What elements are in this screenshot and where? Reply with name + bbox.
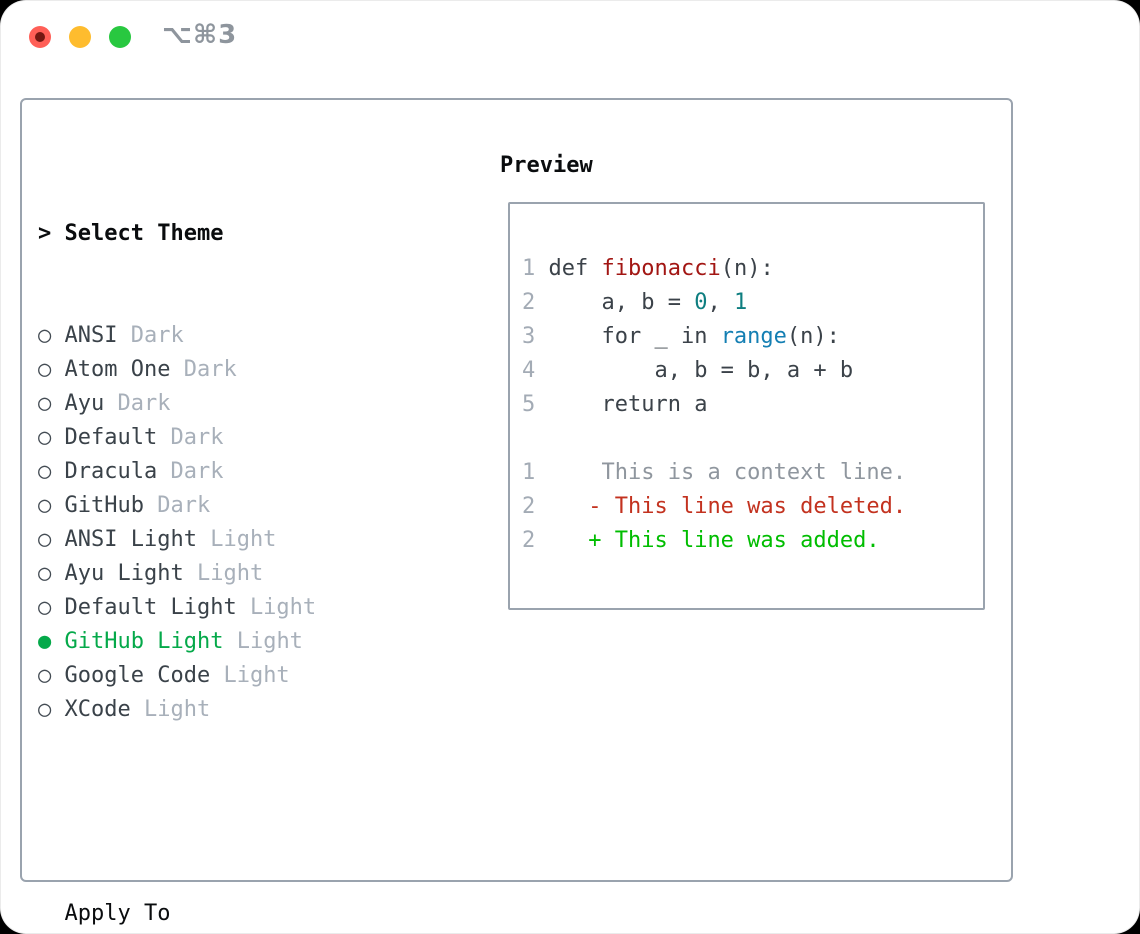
window-title: ⌥⌘3 (162, 20, 238, 50)
close-button[interactable] (29, 26, 51, 48)
code-segment: + This line was added. (548, 528, 880, 553)
code-line: 1 def fibonacci(n): (522, 252, 906, 286)
theme-option-ansi[interactable]: ○ ANSI Dark (38, 319, 409, 353)
theme-option-xcode[interactable]: ○ XCode Light (38, 693, 409, 727)
theme-variant: Dark (170, 459, 224, 484)
theme-option-google-code[interactable]: ○ Google Code Light (38, 659, 409, 693)
theme-variant: Light (249, 595, 317, 620)
radio-icon: ○ (38, 425, 52, 450)
theme-option-ansi-light[interactable]: ○ ANSI Light Light (38, 523, 409, 557)
spacer (38, 795, 409, 829)
theme-variant: Dark (183, 357, 237, 382)
code-segment: a, b = (548, 290, 695, 315)
theme-option-ayu[interactable]: ○ Ayu Dark (38, 387, 409, 421)
code-segment: (n): (720, 256, 774, 281)
code-segment: - This line was deleted. (548, 494, 907, 519)
theme-option-atom-one[interactable]: ○ Atom One Dark (38, 353, 409, 387)
theme-variant: Dark (170, 425, 224, 450)
line-number: 4 (522, 358, 549, 383)
theme-name: Ayu (64, 391, 105, 416)
zoom-button[interactable] (109, 26, 131, 48)
preview-title: Preview (500, 153, 593, 178)
theme-name: GitHub Light (64, 629, 224, 654)
radio-icon: ○ (38, 493, 52, 518)
theme-variant: Light (236, 629, 303, 654)
radio-icon: ○ (38, 323, 52, 348)
line-number: 1 (522, 460, 549, 485)
code-segment: a, b = b, a + b (548, 358, 854, 383)
code-line (522, 422, 906, 456)
code-segment: 1 (733, 290, 748, 315)
radio-icon: ○ (38, 357, 52, 382)
code-segment: return a (548, 392, 708, 417)
radio-icon: ○ (38, 391, 52, 416)
theme-variant: Light (196, 561, 264, 586)
theme-name: Default (64, 425, 158, 450)
code-segment: range (720, 324, 787, 349)
radio-icon: ○ (38, 561, 52, 586)
theme-name: Ayu Light (64, 561, 184, 586)
line-number: 2 (522, 290, 549, 315)
theme-name: Atom One (64, 357, 171, 382)
radio-icon: ○ (38, 527, 52, 552)
cursor-icon: > (38, 221, 52, 246)
radio-icon: ○ (38, 595, 52, 620)
theme-variant: Light (143, 697, 211, 722)
code-segment: This is a context line. (548, 460, 907, 485)
radio-selected-icon: ● (38, 629, 52, 654)
theme-option-ayu-light[interactable]: ○ Ayu Light Light (38, 557, 409, 591)
radio-icon: ○ (38, 459, 52, 484)
theme-name: ANSI Light (64, 527, 197, 552)
minimize-button[interactable] (69, 26, 91, 48)
theme-name: Default Light (64, 595, 237, 620)
apply-to-title: Apply To (64, 901, 171, 926)
select-theme-header: > Select Theme (38, 217, 409, 251)
code-line: 1 This is a context line. (522, 456, 906, 490)
theme-option-default-light[interactable]: ○ Default Light Light (38, 591, 409, 625)
theme-option-dracula[interactable]: ○ Dracula Dark (38, 455, 409, 489)
code-line: 2 + This line was added. (522, 524, 906, 558)
code-segment: fibonacci (601, 256, 721, 281)
line-number: 2 (522, 528, 549, 553)
theme-variant: Dark (117, 391, 171, 416)
theme-variant: Dark (130, 323, 184, 348)
line-number: 5 (522, 392, 549, 417)
line-number: 2 (522, 494, 549, 519)
code-segment: (n): (786, 324, 840, 349)
theme-name: XCode (64, 697, 131, 722)
theme-option-default[interactable]: ○ Default Dark (38, 421, 409, 455)
theme-picker: > Select Theme ○ ANSI Dark○ Atom One Dar… (38, 149, 409, 934)
theme-name: GitHub (64, 493, 144, 518)
theme-list: ○ ANSI Dark○ Atom One Dark○ Ayu Dark○ De… (38, 319, 409, 727)
theme-name: Dracula (64, 459, 158, 484)
code-segment: , (707, 290, 734, 315)
code-line: 5 return a (522, 388, 906, 422)
theme-option-github-light[interactable]: ● GitHub Light Light (38, 625, 409, 659)
apply-to-header: Apply To (38, 897, 409, 931)
code-line: 4 a, b = b, a + b (522, 354, 906, 388)
theme-variant: Light (223, 663, 290, 688)
line-number: 1 (522, 256, 549, 281)
radio-icon: ○ (38, 697, 52, 722)
theme-select-panel: > Select Theme ○ ANSI Dark○ Atom One Dar… (20, 98, 1013, 926)
theme-variant: Dark (157, 493, 211, 518)
theme-name: ANSI (64, 323, 118, 348)
code-line: 2 a, b = 0, 1 (522, 286, 906, 320)
code-line: 2 - This line was deleted. (522, 490, 906, 524)
line-number: 3 (522, 324, 549, 349)
radio-icon: ○ (38, 663, 52, 688)
code-segment: for _ in (548, 324, 721, 349)
code-segment: 0 (694, 290, 708, 315)
select-theme-title: Select Theme (64, 221, 224, 246)
code-line: 3 for _ in range(n): (522, 320, 906, 354)
theme-name: Google Code (64, 663, 211, 688)
code-segment: def (548, 256, 602, 281)
theme-variant: Light (210, 527, 277, 552)
theme-option-github[interactable]: ○ GitHub Dark (38, 489, 409, 523)
